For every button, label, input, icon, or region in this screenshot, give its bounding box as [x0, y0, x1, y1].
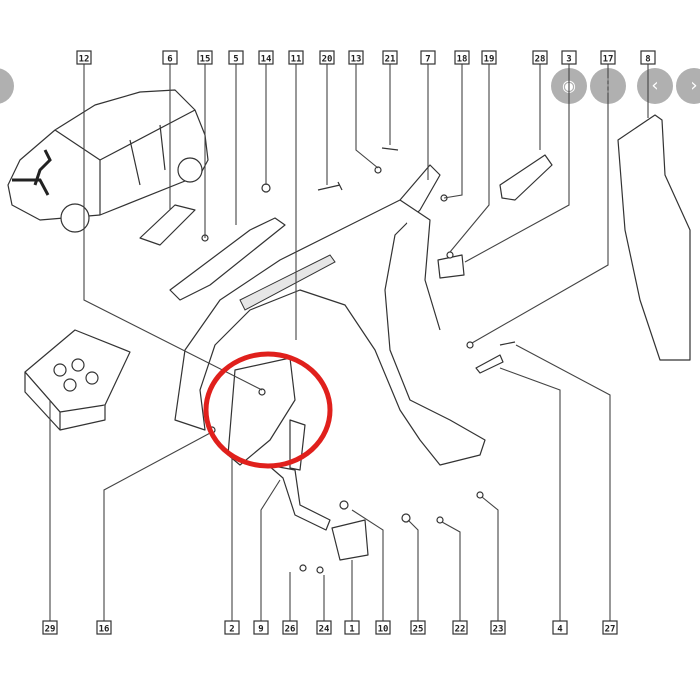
callout-number: 8 — [645, 55, 650, 65]
highlight-circle — [203, 351, 333, 469]
previous-button[interactable]: ‹ — [637, 68, 673, 104]
callout-number: 13 — [351, 55, 362, 65]
callout-number: 10 — [378, 625, 389, 635]
callout-label-25: 25 — [410, 620, 426, 635]
leader-line-16 — [103, 431, 213, 622]
next-button[interactable]: › — [676, 68, 700, 104]
fastener-kit-box — [24, 329, 131, 431]
leader-line-10 — [351, 509, 384, 622]
callout-number: 6 — [167, 55, 172, 65]
brackets — [139, 114, 691, 561]
leader-line-12 — [83, 64, 263, 391]
car-illustration — [7, 89, 209, 233]
callout-number: 14 — [261, 55, 272, 65]
leader-line-22 — [441, 521, 461, 622]
callout-number: 22 — [455, 625, 466, 635]
callout-number: 3 — [566, 55, 571, 65]
callout-number: 11 — [291, 55, 302, 65]
lens-icon: ◉ — [562, 76, 576, 95]
callout-label-9: 9 — [253, 620, 269, 635]
callout-label-11: 11 — [288, 50, 304, 65]
callout-label-1: 1 — [344, 620, 360, 635]
more-options-button[interactable]: ⋮ — [590, 68, 626, 104]
callout-label-16: 16 — [96, 620, 112, 635]
callout-number: 27 — [605, 625, 616, 635]
callout-label-2: 2 — [224, 620, 240, 635]
callout-number: 12 — [79, 55, 90, 65]
callout-label-27: 27 — [602, 620, 618, 635]
callout-label-5: 5 — [228, 50, 244, 65]
overlay-edge-button[interactable] — [0, 68, 14, 104]
callout-number: 24 — [319, 625, 330, 635]
callout-number: 16 — [99, 625, 110, 635]
callout-number: 20 — [322, 55, 333, 65]
leader-line-25 — [407, 519, 419, 622]
callout-label-6: 6 — [162, 50, 178, 65]
callout-label-4: 4 — [552, 620, 568, 635]
callout-number: 26 — [285, 625, 296, 635]
callout-number: 18 — [457, 55, 468, 65]
leader-line-27 — [515, 344, 611, 622]
callout-number: 9 — [258, 625, 263, 635]
callout-number: 29 — [45, 625, 56, 635]
callout-number: 7 — [425, 55, 430, 65]
leader-line-13 — [355, 64, 379, 169]
leader-line-23 — [481, 496, 499, 622]
callout-number: 28 — [535, 55, 546, 65]
callout-label-20: 20 — [319, 50, 335, 65]
wheel-arch-liner — [174, 164, 486, 466]
callout-number: 23 — [493, 625, 504, 635]
leader-line-17 — [471, 64, 609, 344]
chevron-right-icon: › — [690, 75, 698, 96]
callout-label-19: 19 — [481, 50, 497, 65]
leader-line-19 — [449, 64, 490, 253]
callout-label-14: 14 — [258, 50, 274, 65]
callout-number: 5 — [233, 55, 238, 65]
callout-label-7: 7 — [420, 50, 436, 65]
callout-label-15: 15 — [197, 50, 213, 65]
callout-label-26: 26 — [282, 620, 298, 635]
lens-button[interactable]: ◉ — [551, 68, 587, 104]
callout-label-23: 23 — [490, 620, 506, 635]
callout-label-21: 21 — [382, 50, 398, 65]
leader-line-9 — [260, 479, 281, 622]
callout-label-17: 17 — [600, 50, 616, 65]
chevron-left-icon: ‹ — [651, 75, 659, 96]
callout-number: 15 — [200, 55, 211, 65]
callout-label-13: 13 — [348, 50, 364, 65]
callout-label-18: 18 — [454, 50, 470, 65]
callout-number: 2 — [229, 625, 234, 635]
callout-number: 1 — [349, 625, 354, 635]
callout-label-22: 22 — [452, 620, 468, 635]
more-vertical-icon: ⋮ — [599, 75, 617, 96]
callout-number: 25 — [413, 625, 424, 635]
callout-label-8: 8 — [640, 50, 656, 65]
callout-label-12: 12 — [76, 50, 92, 65]
callout-label-3: 3 — [561, 50, 577, 65]
callout-label-24: 24 — [316, 620, 332, 635]
callout-number: 19 — [484, 55, 495, 65]
callout-number: 4 — [557, 625, 563, 635]
callout-number: 21 — [385, 55, 396, 65]
callout-label-29: 29 — [42, 620, 58, 635]
callout-label-28: 28 — [532, 50, 548, 65]
leader-line-18 — [443, 64, 463, 199]
fasteners — [201, 147, 516, 574]
leader-lines — [49, 64, 649, 622]
callout-number: 17 — [603, 55, 614, 65]
leader-line-4 — [499, 367, 561, 622]
callout-label-10: 10 — [375, 620, 391, 635]
